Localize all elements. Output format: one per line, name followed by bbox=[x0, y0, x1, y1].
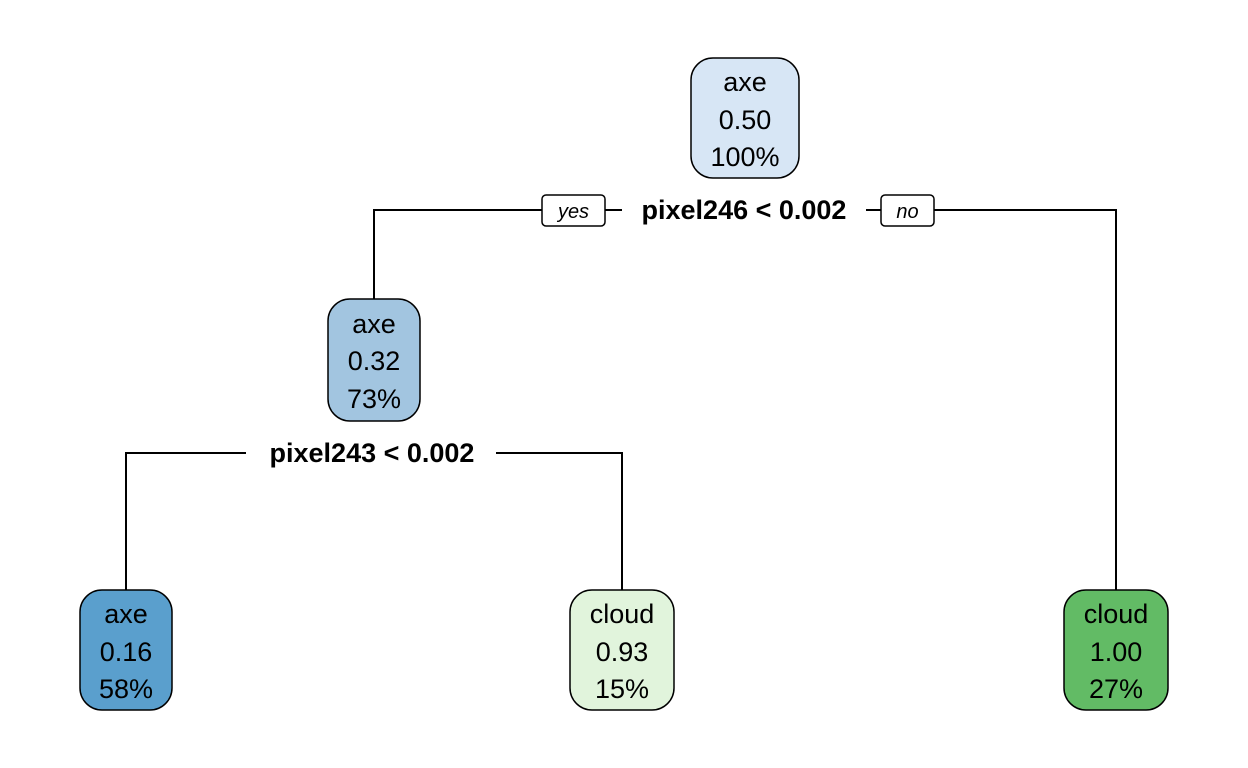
node-percent: 58% bbox=[99, 674, 153, 704]
split-root: yes pixel246 < 0.002 no bbox=[541, 194, 935, 227]
node-class-label: cloud bbox=[1084, 599, 1149, 629]
node-percent: 15% bbox=[595, 674, 649, 704]
tree-leaf-left-right: cloud 0.93 15% bbox=[569, 589, 675, 711]
tree-leaf-right: cloud 1.00 27% bbox=[1063, 589, 1169, 711]
branch-no-tag bbox=[880, 194, 935, 227]
node-class-label: cloud bbox=[590, 599, 655, 629]
node-probability: 0.93 bbox=[596, 637, 649, 667]
node-probability: 0.16 bbox=[100, 637, 153, 667]
branch-yes-label: yes bbox=[556, 201, 589, 223]
tree-edges bbox=[125, 209, 1117, 590]
edge-left-leaf-ll bbox=[125, 452, 246, 590]
branch-yes-tag bbox=[541, 194, 606, 227]
node-percent: 27% bbox=[1089, 674, 1143, 704]
node-probability: 0.32 bbox=[348, 346, 401, 376]
tree-node-root: axe 0.50 100% bbox=[690, 57, 800, 179]
node-percent: 100% bbox=[710, 142, 779, 172]
split-condition-root: pixel246 < 0.002 bbox=[642, 195, 847, 225]
edge-left-leaf-lr bbox=[496, 452, 623, 590]
edge-root-left bbox=[373, 209, 542, 300]
tree-leaf-left-left: axe 0.16 58% bbox=[79, 589, 173, 711]
node-class-label: axe bbox=[352, 309, 396, 339]
split-condition-left: pixel243 < 0.002 bbox=[270, 438, 475, 468]
node-box bbox=[79, 589, 173, 711]
node-probability: 0.50 bbox=[719, 105, 772, 135]
node-box bbox=[690, 57, 800, 179]
node-class-label: axe bbox=[104, 599, 148, 629]
tree-node-left: axe 0.32 73% bbox=[327, 298, 421, 422]
node-box bbox=[1063, 589, 1169, 711]
edge-root-right bbox=[934, 209, 1117, 590]
node-probability: 1.00 bbox=[1090, 637, 1143, 667]
node-class-label: axe bbox=[723, 67, 767, 97]
node-percent: 73% bbox=[347, 384, 401, 414]
node-box bbox=[569, 589, 675, 711]
branch-no-label: no bbox=[896, 201, 918, 223]
node-box bbox=[327, 298, 421, 422]
